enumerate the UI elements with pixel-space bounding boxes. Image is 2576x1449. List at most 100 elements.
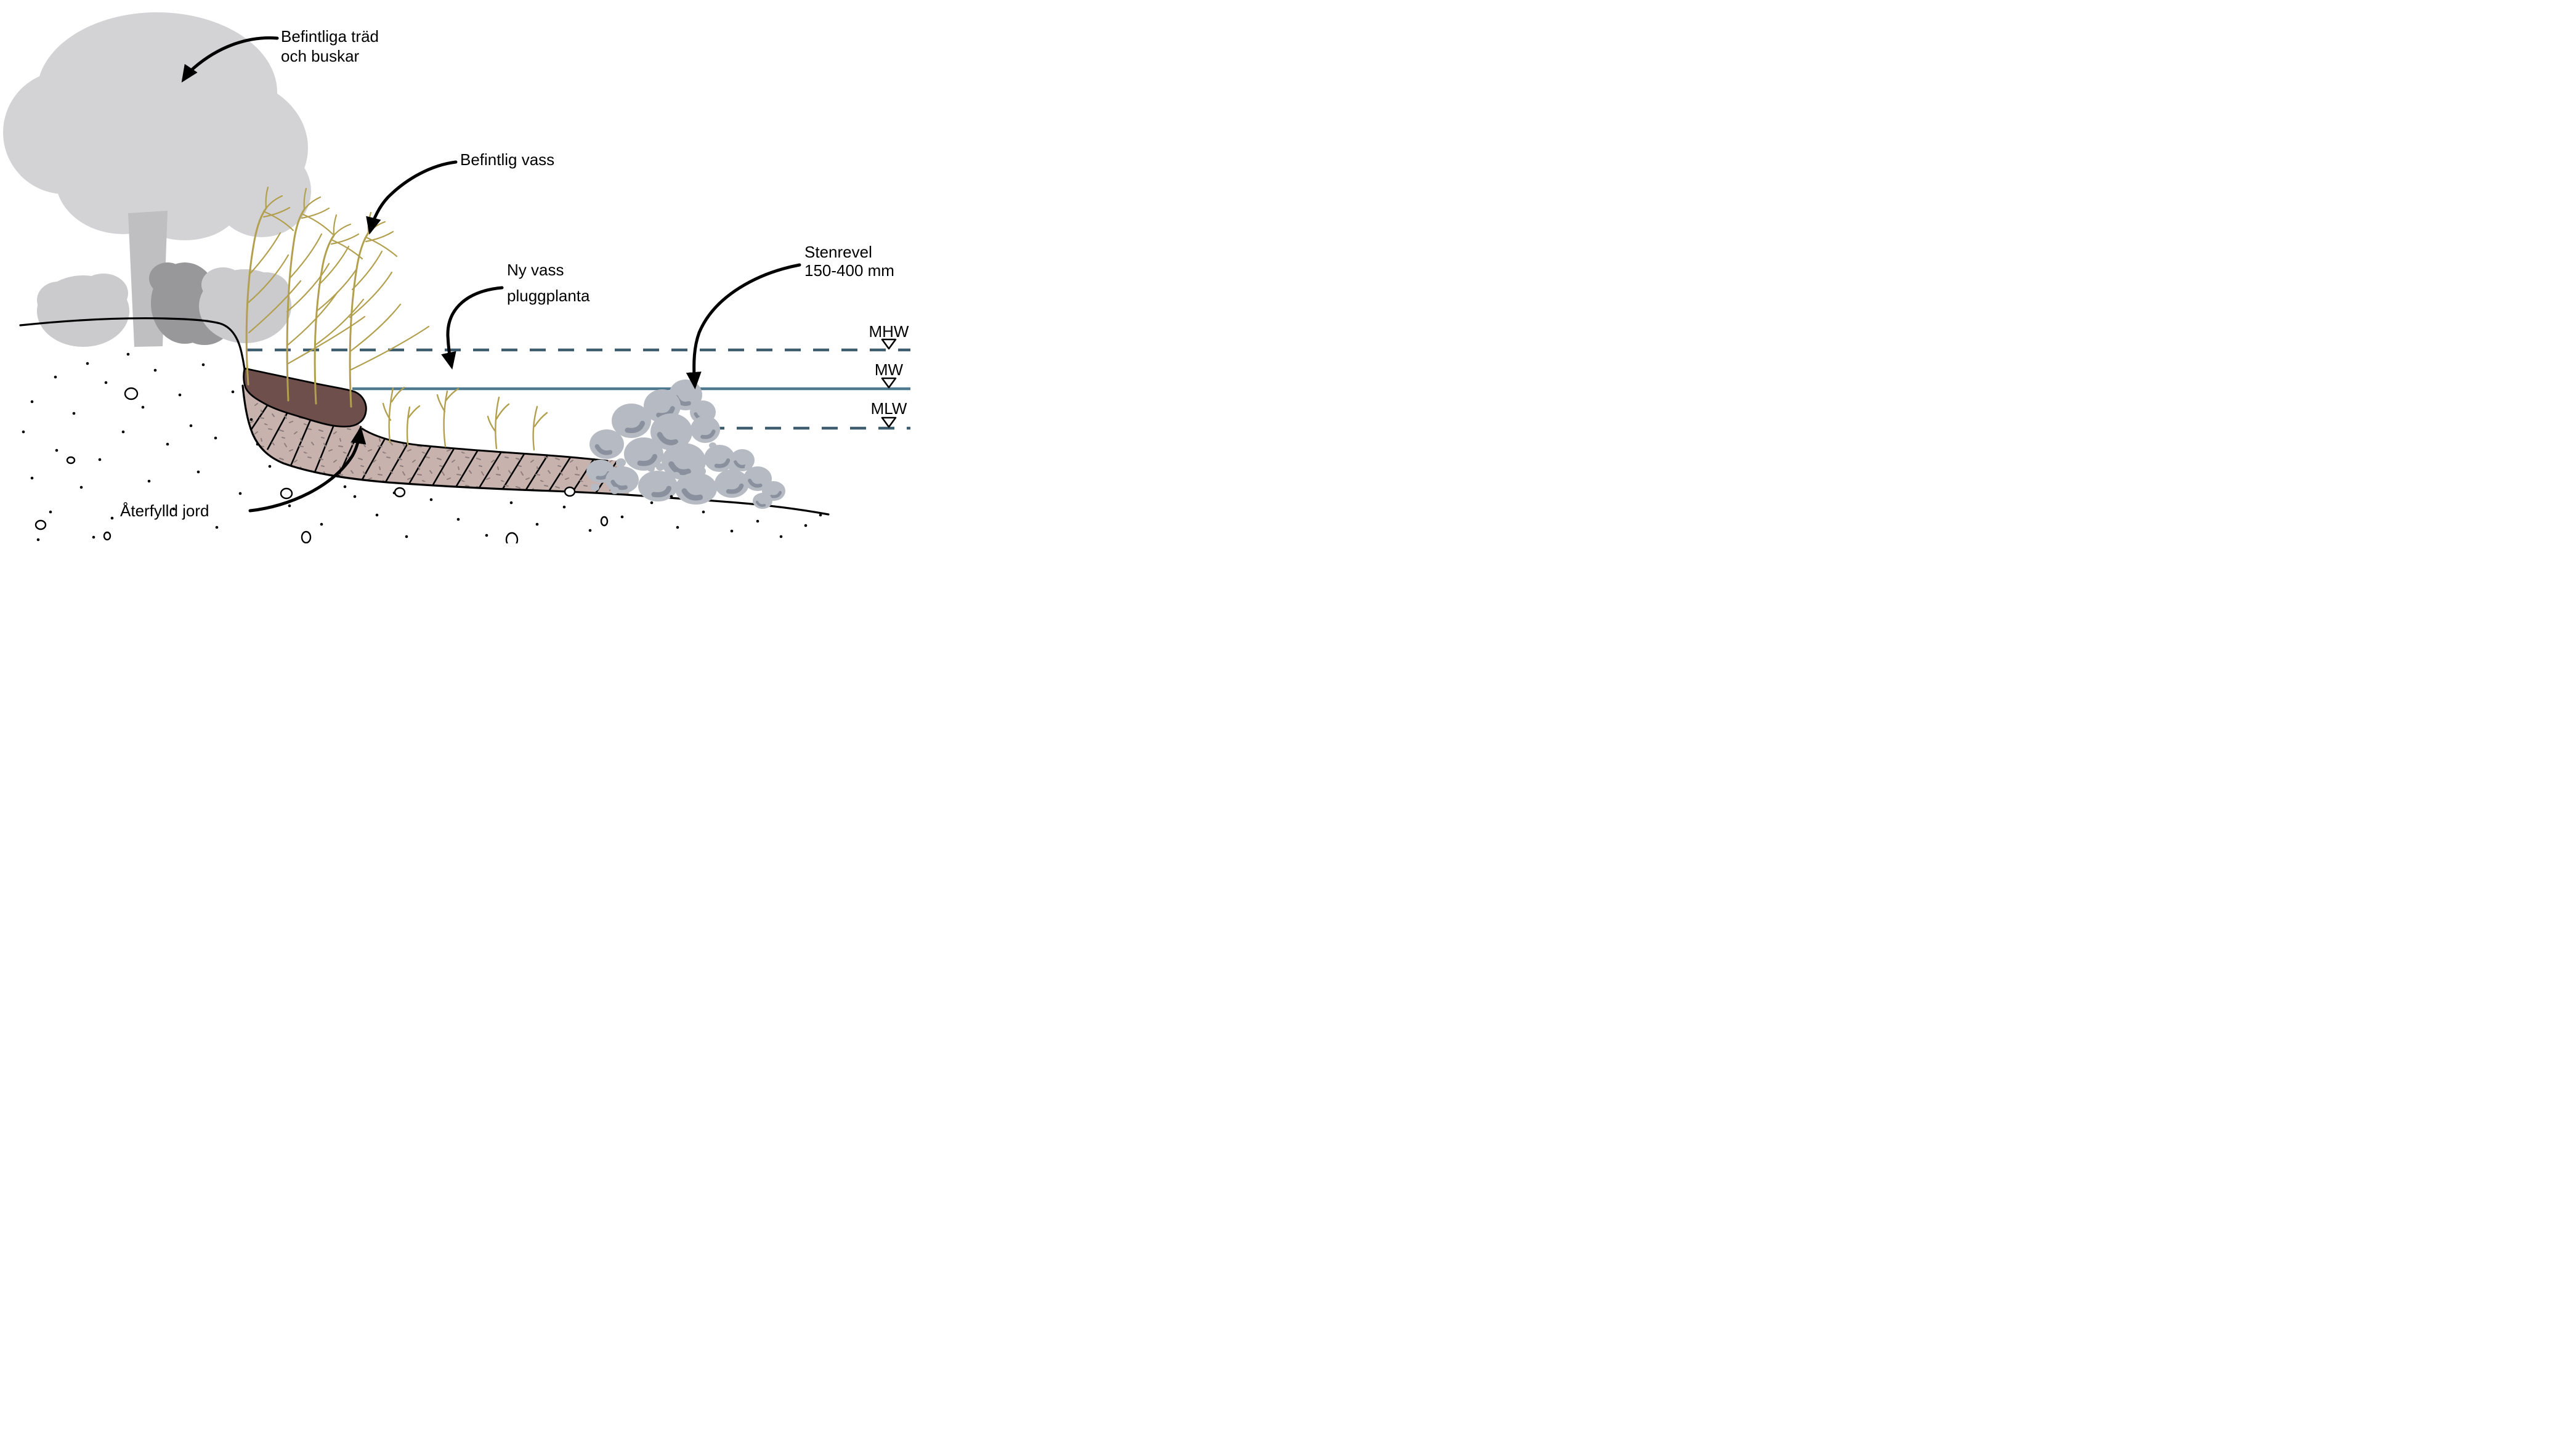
reed: [286, 187, 366, 402]
soil-dot: [238, 492, 242, 495]
water-level-triangle-icon: [881, 416, 897, 428]
existing-reeds: [245, 186, 430, 408]
seedling: [436, 388, 460, 448]
buried-stone: [34, 519, 47, 530]
label-new-reeds-line1: Ny vass: [507, 261, 564, 279]
label-stone-bar-line1: Stenrevel: [804, 243, 872, 261]
soil-dots: [22, 352, 822, 542]
soil-dot: [215, 526, 219, 529]
stone-shade: [637, 453, 658, 466]
soil-dot: [485, 534, 488, 537]
topsoil-layer: [243, 367, 367, 428]
stone: [676, 442, 685, 449]
soil-dot: [343, 485, 347, 489]
soil-dot: [54, 375, 57, 379]
soil-dot: [166, 442, 169, 446]
water-level-triangle-icon: [881, 338, 897, 350]
soil-surface-line: [361, 428, 609, 462]
mw-label: MW: [875, 360, 904, 379]
soil-dot: [126, 352, 130, 356]
soil-dot: [804, 524, 808, 527]
soil-dot: [86, 362, 89, 365]
soil-dot: [779, 535, 783, 538]
soil-dot: [55, 448, 59, 452]
stone-shade: [594, 444, 613, 455]
bush-left: [37, 274, 129, 347]
soil-dot: [98, 458, 102, 461]
seedling: [487, 396, 510, 450]
tree-canopy: [3, 12, 311, 240]
stone-shade: [748, 479, 763, 488]
reed: [349, 211, 430, 408]
soil-dot: [730, 529, 734, 533]
soil-dot: [172, 507, 176, 511]
buried-stone: [394, 487, 406, 498]
stone: [761, 485, 769, 492]
soil-dot: [268, 465, 272, 468]
soil-dot: [178, 393, 182, 397]
soil-dot: [72, 412, 76, 415]
soil-dot: [535, 522, 539, 526]
arrow-trees: [181, 36, 279, 83]
soil-dot: [30, 400, 34, 404]
soil-dot: [49, 510, 52, 514]
stone-shade: [651, 485, 672, 498]
soil-dot: [353, 495, 357, 498]
buried-stone: [66, 456, 76, 465]
seabed-line: [241, 384, 830, 516]
soil-dot: [22, 430, 25, 434]
soil-dot: [456, 518, 460, 521]
stone: [610, 487, 619, 494]
soil-dot: [702, 510, 705, 514]
soil-dot: [256, 442, 259, 446]
stone-shade: [610, 479, 628, 490]
water-level-marker-mw: MW: [875, 360, 904, 389]
stone-shade: [681, 488, 703, 501]
soil-dot: [196, 470, 200, 474]
ground-line: [19, 317, 246, 370]
seedling: [406, 405, 421, 446]
seedling: [382, 386, 405, 444]
stone: [709, 442, 716, 448]
soil-dot: [320, 522, 323, 526]
stone: [673, 472, 680, 478]
tree: [3, 12, 311, 347]
soil-dot: [620, 515, 624, 519]
stone-shade: [668, 461, 691, 476]
buried-stone: [124, 387, 139, 400]
reed: [314, 214, 365, 405]
stone: [696, 467, 706, 476]
soil-dot: [189, 424, 193, 428]
soil-dot: [375, 513, 379, 517]
soil-dot: [509, 501, 513, 505]
buried-stone: [301, 530, 312, 543]
bush-right: [199, 267, 291, 343]
soil-dot: [249, 418, 253, 421]
label-stone-bar-line2: 150-400 mm: [804, 261, 894, 280]
soil-dot: [141, 405, 145, 409]
diagram-canvas: Befintliga träd och buskar Befintlig vas…: [3, 12, 910, 543]
soil-dot: [405, 535, 408, 538]
soil-dot: [756, 519, 759, 523]
stone: [745, 464, 752, 470]
stone: [656, 463, 665, 471]
buried-stones: [34, 387, 609, 543]
new-reed-seedlings: [382, 386, 548, 451]
soil-dot: [36, 538, 40, 542]
stone-shade: [734, 460, 747, 469]
stone: [647, 466, 655, 472]
stone: [616, 458, 626, 467]
stone: [729, 465, 737, 473]
stone-shade: [769, 490, 782, 498]
soil-dot: [153, 368, 157, 372]
soil-dot: [214, 436, 217, 440]
soil-dot: [588, 529, 592, 532]
soil-dot: [110, 516, 114, 520]
soil-dot: [676, 526, 679, 529]
label-existing-reeds: Befintlig vass: [460, 150, 554, 169]
buried-stone: [600, 516, 609, 527]
soil-dot: [30, 476, 34, 480]
stone-shade: [700, 429, 716, 439]
stone: [591, 484, 599, 491]
shore-restoration-diagram: Befintliga träd och buskar Befintlig vas…: [0, 0, 966, 543]
